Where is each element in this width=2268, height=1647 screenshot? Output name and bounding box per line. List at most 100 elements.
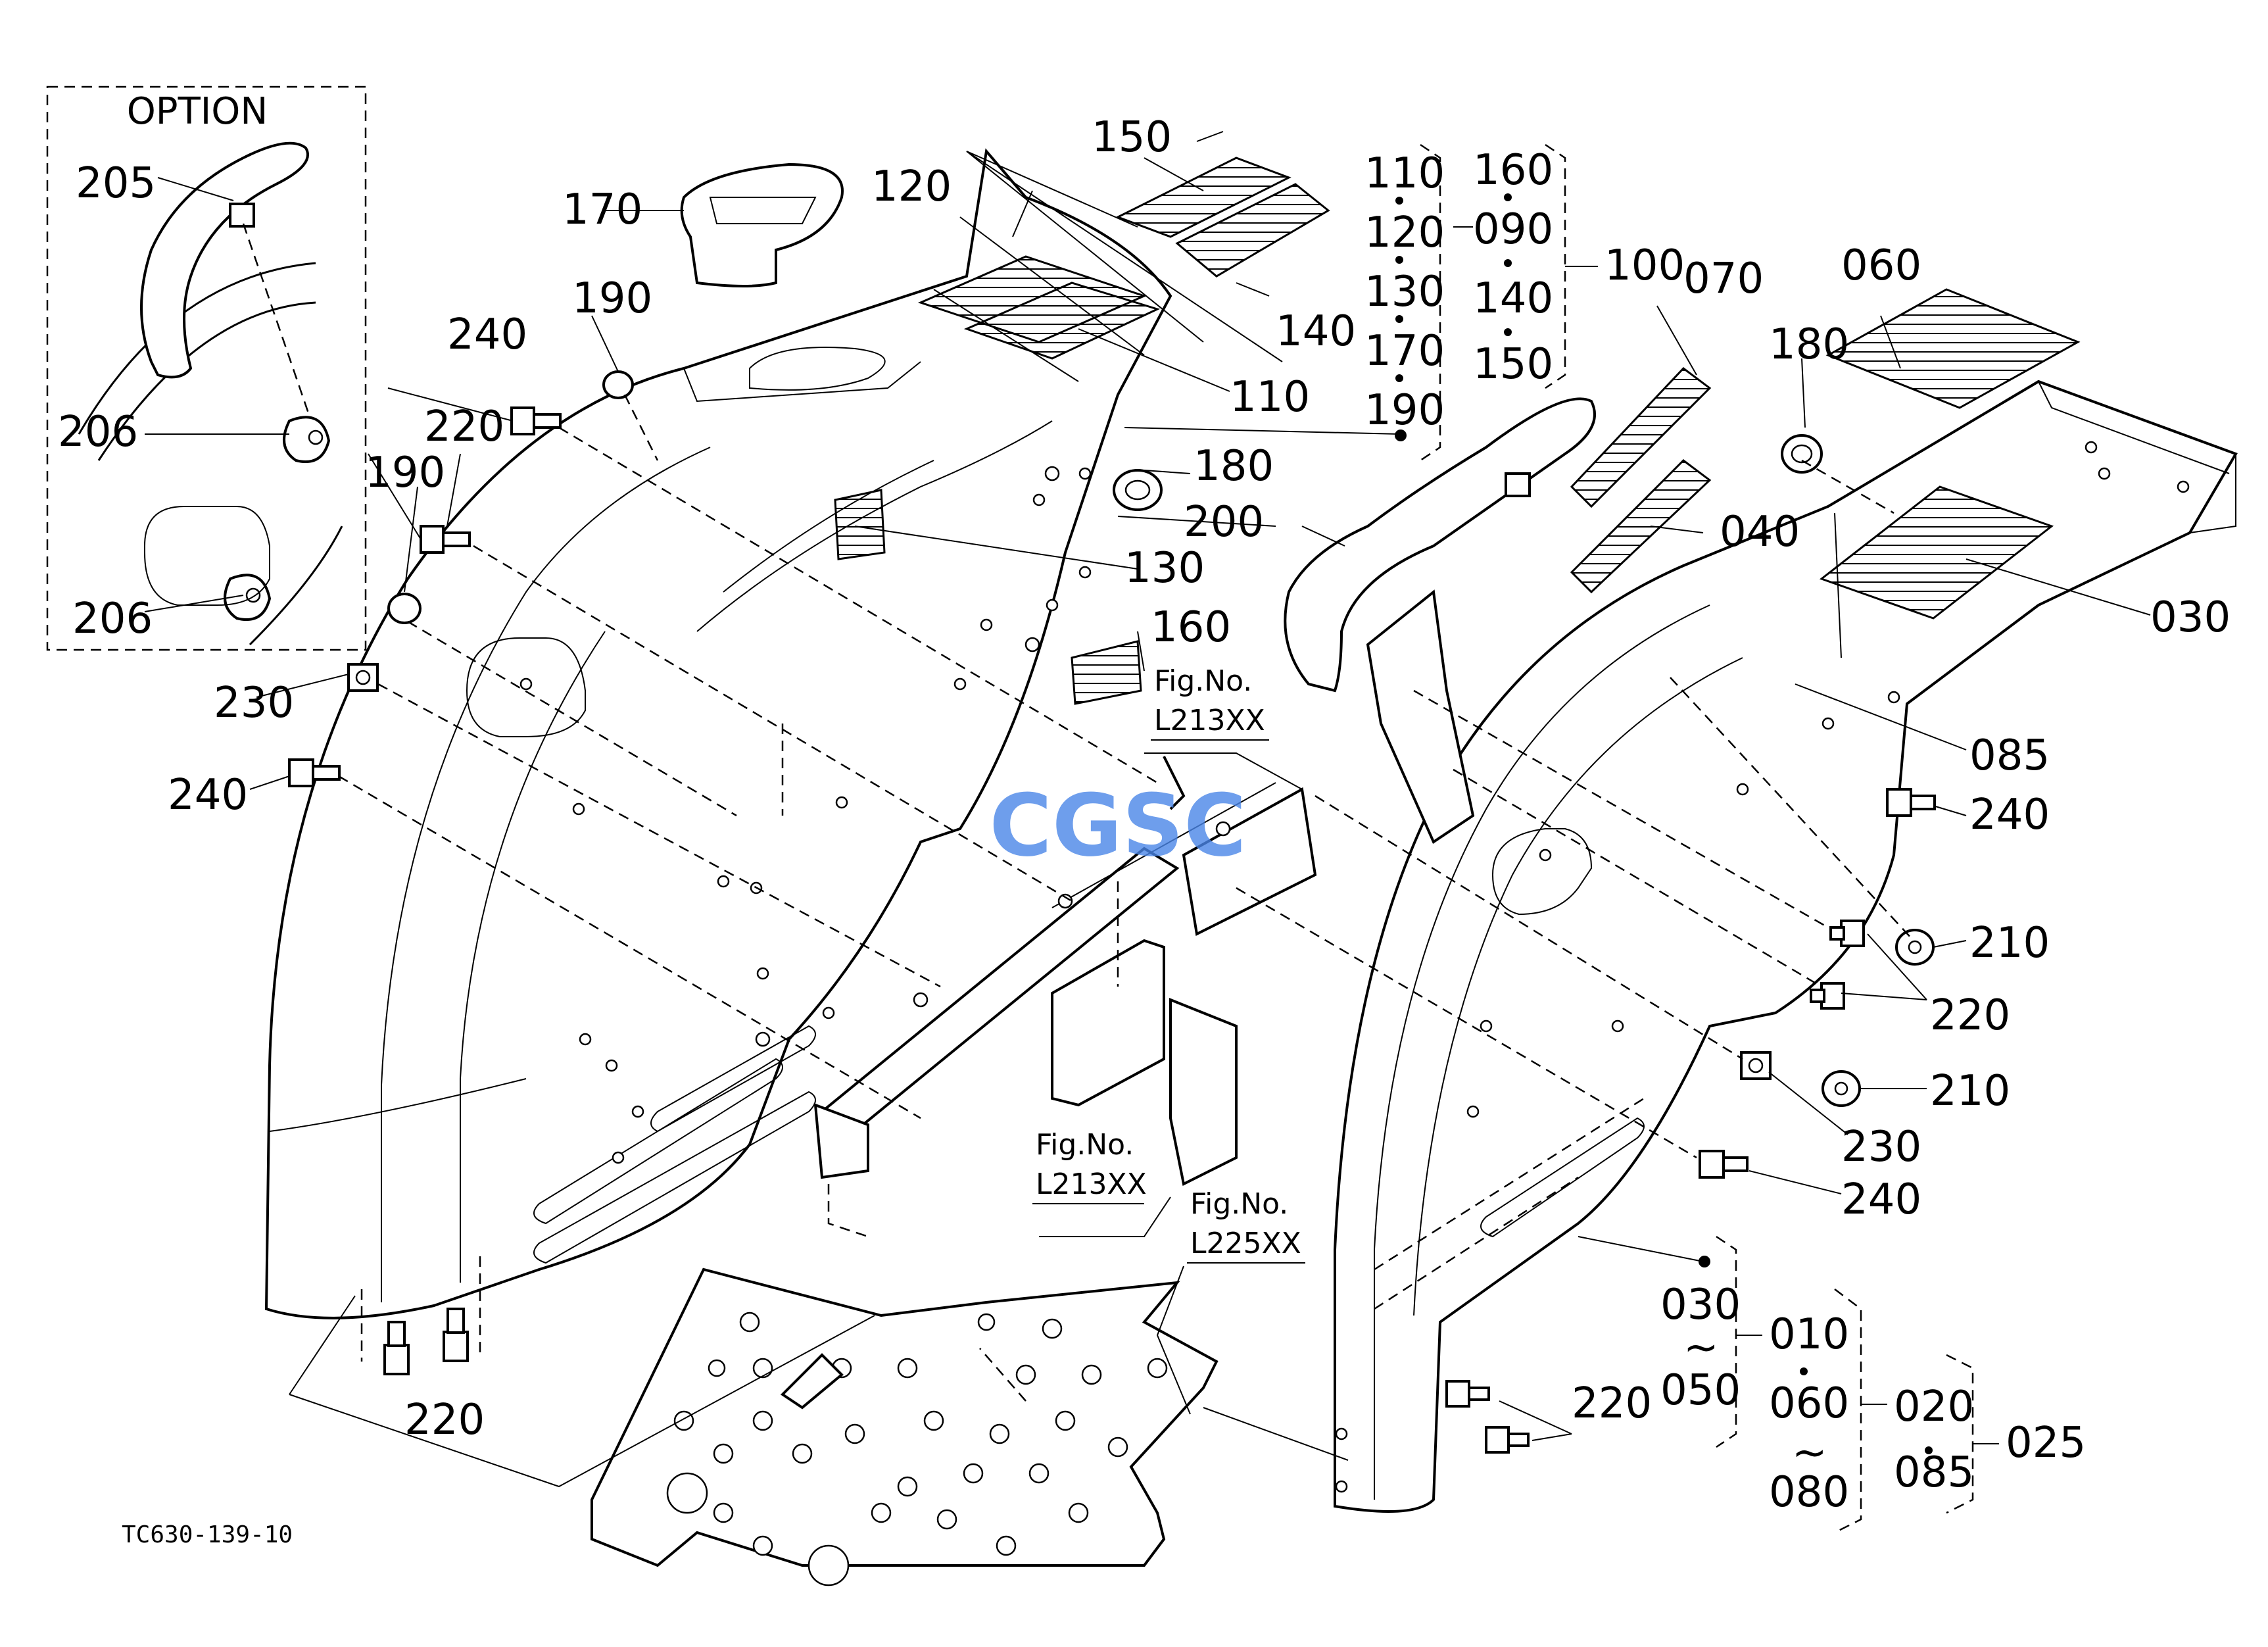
bolt-220-left <box>420 525 471 554</box>
plug-190-upper <box>602 370 634 399</box>
label-130: 130 <box>1124 544 1205 593</box>
groupb-c3-1: 060 <box>1769 1379 1849 1428</box>
group100-total: 100 <box>1604 241 1685 290</box>
group100-right-1: 090 <box>1473 205 1553 254</box>
label-220-bottom-left: 220 <box>404 1396 485 1444</box>
decal-040 <box>1570 459 1712 594</box>
label-070: 070 <box>1683 255 1764 303</box>
groupb-c3-3: 080 <box>1769 1468 1849 1517</box>
label-240-right-lower: 240 <box>1841 1175 1921 1224</box>
groupb-c1-1: ~ <box>1683 1323 1719 1372</box>
label-240-right-upper: 240 <box>1969 791 2050 839</box>
groupb-c1-0: 030 <box>1660 1281 1741 1329</box>
mounting-bracket <box>813 589 1475 1238</box>
group100-left-4: 190 <box>1364 386 1445 435</box>
label-030: 030 <box>2150 593 2231 642</box>
assembly-lines <box>338 394 1914 1362</box>
figref-2-a: Fig.No. <box>1036 1128 1134 1162</box>
grommet-180-left <box>1113 469 1163 511</box>
floor-plate <box>591 1267 1218 1586</box>
label-120: 120 <box>871 162 952 211</box>
bolt-240-right-lower <box>1699 1150 1749 1179</box>
group-100-legend: 110 120 130 170 190 160 090 140 150 100 <box>1364 146 1685 435</box>
nut-230-right <box>1740 1051 1772 1080</box>
group100-right-3: 150 <box>1473 340 1553 389</box>
decal-060 <box>1825 288 2081 409</box>
label-230-right: 230 <box>1841 1123 1921 1171</box>
handle-200 <box>1284 397 1596 693</box>
label-210-upper: 210 <box>1969 919 2050 968</box>
label-180-right: 180 <box>1769 320 1849 369</box>
bolt-240-lower-left <box>288 758 341 787</box>
label-150: 150 <box>1092 113 1172 162</box>
group100-left-1: 120 <box>1364 209 1445 257</box>
decal-150 <box>1115 157 1291 238</box>
leader-lines <box>249 131 2151 1488</box>
bolts-220-bottom-left <box>383 1308 469 1375</box>
label-160: 160 <box>1151 603 1231 652</box>
drawing-code: TC630-139-10 <box>122 1521 293 1548</box>
option-box: OPTION 205 206 206 <box>46 86 367 651</box>
groupb-c3-2: ~ <box>1792 1429 1827 1477</box>
group100-left-0: 110 <box>1364 149 1445 198</box>
decal-140 <box>1175 183 1330 278</box>
figref-3-a: Fig.No. <box>1190 1187 1288 1221</box>
label-040: 040 <box>1720 508 1800 556</box>
figref-1-a: Fig.No. <box>1154 664 1252 698</box>
label-170: 170 <box>562 185 642 234</box>
grommet-180-right <box>1781 434 1823 474</box>
decal-070 <box>1570 366 1712 508</box>
label-206-bottom: 206 <box>72 595 153 643</box>
label-205: 205 <box>76 159 156 208</box>
group-bottom-legend: 030 ~ 050 010 060 ~ 080 020 085 025 <box>1660 1281 2086 1517</box>
groupb-c6-label: 025 <box>2006 1419 2086 1467</box>
figure-references: Fig.No. L213XX Fig.No. L213XX Fig.No. L2… <box>1032 664 1305 1264</box>
label-220-right: 220 <box>1930 991 2010 1040</box>
floor-plate-holes <box>666 1312 1168 1586</box>
label-085: 085 <box>1969 731 2050 780</box>
nut-210-upper <box>1895 929 1935 966</box>
label-220-left: 220 <box>424 403 504 451</box>
label-210-lower: 210 <box>1930 1067 2010 1116</box>
group100-right-2: 140 <box>1473 274 1553 323</box>
label-200: 200 <box>1184 498 1264 547</box>
groupb-c2-label: 010 <box>1769 1310 1849 1359</box>
left-fender <box>264 148 1172 1319</box>
watermark-logo: CGSC <box>989 775 1246 875</box>
handle-205-option <box>140 141 309 379</box>
label-110: 110 <box>1230 373 1310 422</box>
label-140: 140 <box>1276 307 1356 356</box>
label-190-lower: 190 <box>365 449 445 497</box>
label-240-upper-left: 240 <box>447 310 527 359</box>
figref-2-b: L213XX <box>1036 1168 1147 1201</box>
plug-190-lower <box>387 593 422 624</box>
label-060: 060 <box>1841 241 1921 290</box>
label-190-upper: 190 <box>572 274 652 323</box>
group100-left-2: 130 <box>1364 268 1445 316</box>
nut-210-lower <box>1822 1070 1861 1107</box>
label-230-left: 230 <box>214 679 294 727</box>
figref-3-b: L225XX <box>1190 1227 1301 1260</box>
label-240-lower-left: 240 <box>168 771 248 820</box>
group100-left-3: 170 <box>1364 327 1445 376</box>
groupb-c1-2: 050 <box>1660 1366 1741 1415</box>
label-180-left: 180 <box>1194 442 1274 491</box>
part-labels: 170 120 150 140 110 190 190 240 220 230 … <box>168 113 2231 1444</box>
bolt-220-right-a <box>1829 920 1865 947</box>
fasteners <box>288 370 1936 1454</box>
label-220-bottom-right: 220 <box>1572 1379 1652 1428</box>
bolt-240-right-upper <box>1886 788 1936 817</box>
option-box-frame <box>46 86 367 651</box>
label-206-top: 206 <box>58 408 138 456</box>
groupb-c5-1: 085 <box>1894 1448 1974 1497</box>
group100-right-0: 160 <box>1473 146 1553 195</box>
option-title: OPTION <box>127 90 268 133</box>
grouping-brackets <box>1420 143 1999 1534</box>
nut-230-left <box>347 663 379 692</box>
bushing-206-top <box>283 416 331 463</box>
bolts-220-bottom-right <box>1445 1380 1530 1454</box>
cup-holder-170 <box>680 162 844 287</box>
groupb-c4-label: 020 <box>1894 1383 1974 1431</box>
figref-1-b: L213XX <box>1154 704 1265 737</box>
